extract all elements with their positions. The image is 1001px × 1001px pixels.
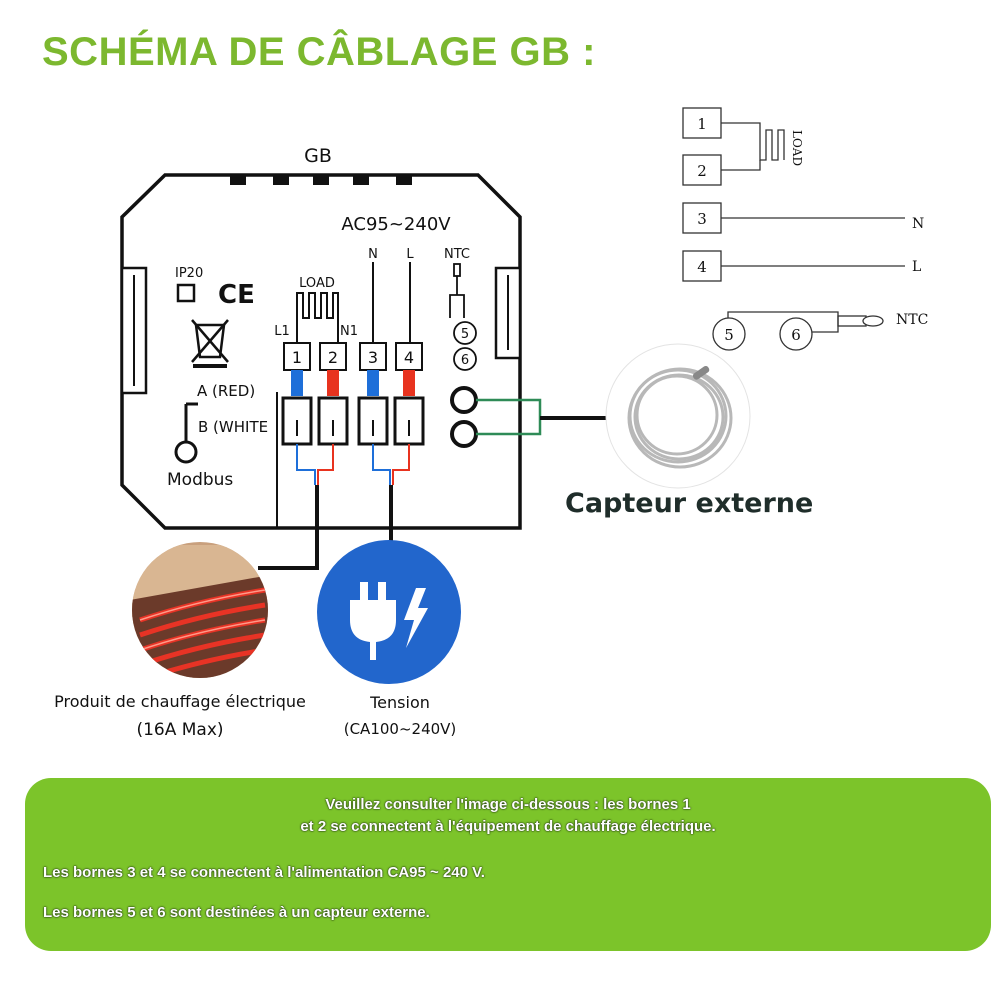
n1-label: N1 xyxy=(340,324,358,339)
ntc-probe-icon xyxy=(449,263,465,318)
sensor-wires xyxy=(476,398,542,436)
voltage-rating: AC95~240V xyxy=(341,214,451,235)
load-label: LOAD xyxy=(299,276,335,291)
b-white-label: B (WHITE xyxy=(198,418,268,436)
n-label: N xyxy=(368,247,378,262)
schematic-n-label: N xyxy=(912,216,924,232)
schematic-box-1: 1 xyxy=(697,115,707,133)
ip-square-icon xyxy=(176,283,196,303)
wiring-diagram: GB AC95~240V IP20 CE LOAD L1 N1 N L NTC … xyxy=(120,107,928,684)
page-title: SCHÉMA DE CÂBLAGE GB : xyxy=(42,30,596,74)
schematic-circle-5: 5 xyxy=(724,326,734,344)
voltage-label: Tension xyxy=(370,693,430,712)
load-resistor-icon xyxy=(296,292,339,342)
terminal-2-box xyxy=(319,342,347,371)
terminal-3-label: 3 xyxy=(368,348,378,367)
terminal-2-label: 2 xyxy=(328,348,338,367)
info-line-1: Veuillez consulter l'image ci-dessous : … xyxy=(325,796,691,813)
info-line-3: Les bornes 3 et 4 se connectent à l'alim… xyxy=(43,864,485,881)
schematic-circle-6: 6 xyxy=(791,326,801,344)
terminal-1-label: 1 xyxy=(292,348,302,367)
ntc-label: NTC xyxy=(444,247,470,262)
heating-floor-icon xyxy=(132,542,268,678)
sensor-screw-6 xyxy=(450,420,478,448)
voltage-caption: Tension (CA100~240V) xyxy=(325,690,475,742)
terminal-3-box xyxy=(359,342,387,371)
l-label: L xyxy=(406,247,414,262)
ip-rating: IP20 xyxy=(175,266,203,281)
schematic-box-3: 3 xyxy=(697,210,707,228)
info-panel: Veuillez consulter l'image ci-dessous : … xyxy=(25,778,991,951)
schematic-box-2: 2 xyxy=(697,162,707,180)
modbus-label: Modbus xyxy=(167,470,233,490)
power-plug-icon xyxy=(317,540,461,684)
ce-mark: CE xyxy=(218,280,255,310)
schematic-l-label: L xyxy=(912,259,921,275)
schematic-load-label: LOAD xyxy=(790,130,804,166)
model-label: GB xyxy=(304,145,332,167)
heating-sub: (16A Max) xyxy=(136,720,224,740)
external-sensor-coil-icon xyxy=(605,343,751,489)
voltage-sub: (CA100~240V) xyxy=(343,720,457,738)
weee-bin-icon xyxy=(191,319,229,368)
schematic-box-4: 4 xyxy=(697,258,707,276)
terminal-schematic: 1 2 3 4 LOAD N L NTC 5 6 xyxy=(682,107,928,351)
schematic-ntc-label: NTC xyxy=(896,312,928,328)
sensor-caption: Capteur externe xyxy=(565,488,814,519)
modbus-connector-icon xyxy=(174,402,198,464)
info-line-2: et 2 se connectent à l'équipement de cha… xyxy=(300,818,716,835)
l1-label: L1 xyxy=(274,324,290,339)
terminal-4-label: 4 xyxy=(404,348,414,367)
sensor-screw-5 xyxy=(450,386,478,414)
sensor-terminal-5-label: 5 xyxy=(461,327,469,342)
a-red-label: A (RED) xyxy=(197,382,255,400)
heating-caption: Produit de chauffage électrique (16A Max… xyxy=(30,688,330,744)
heating-label: Produit de chauffage électrique xyxy=(54,692,306,711)
terminal-4-box xyxy=(395,342,423,371)
info-line-4: Les bornes 5 et 6 sont destinées à un ca… xyxy=(43,904,430,921)
sensor-terminal-6-label: 6 xyxy=(461,353,469,368)
